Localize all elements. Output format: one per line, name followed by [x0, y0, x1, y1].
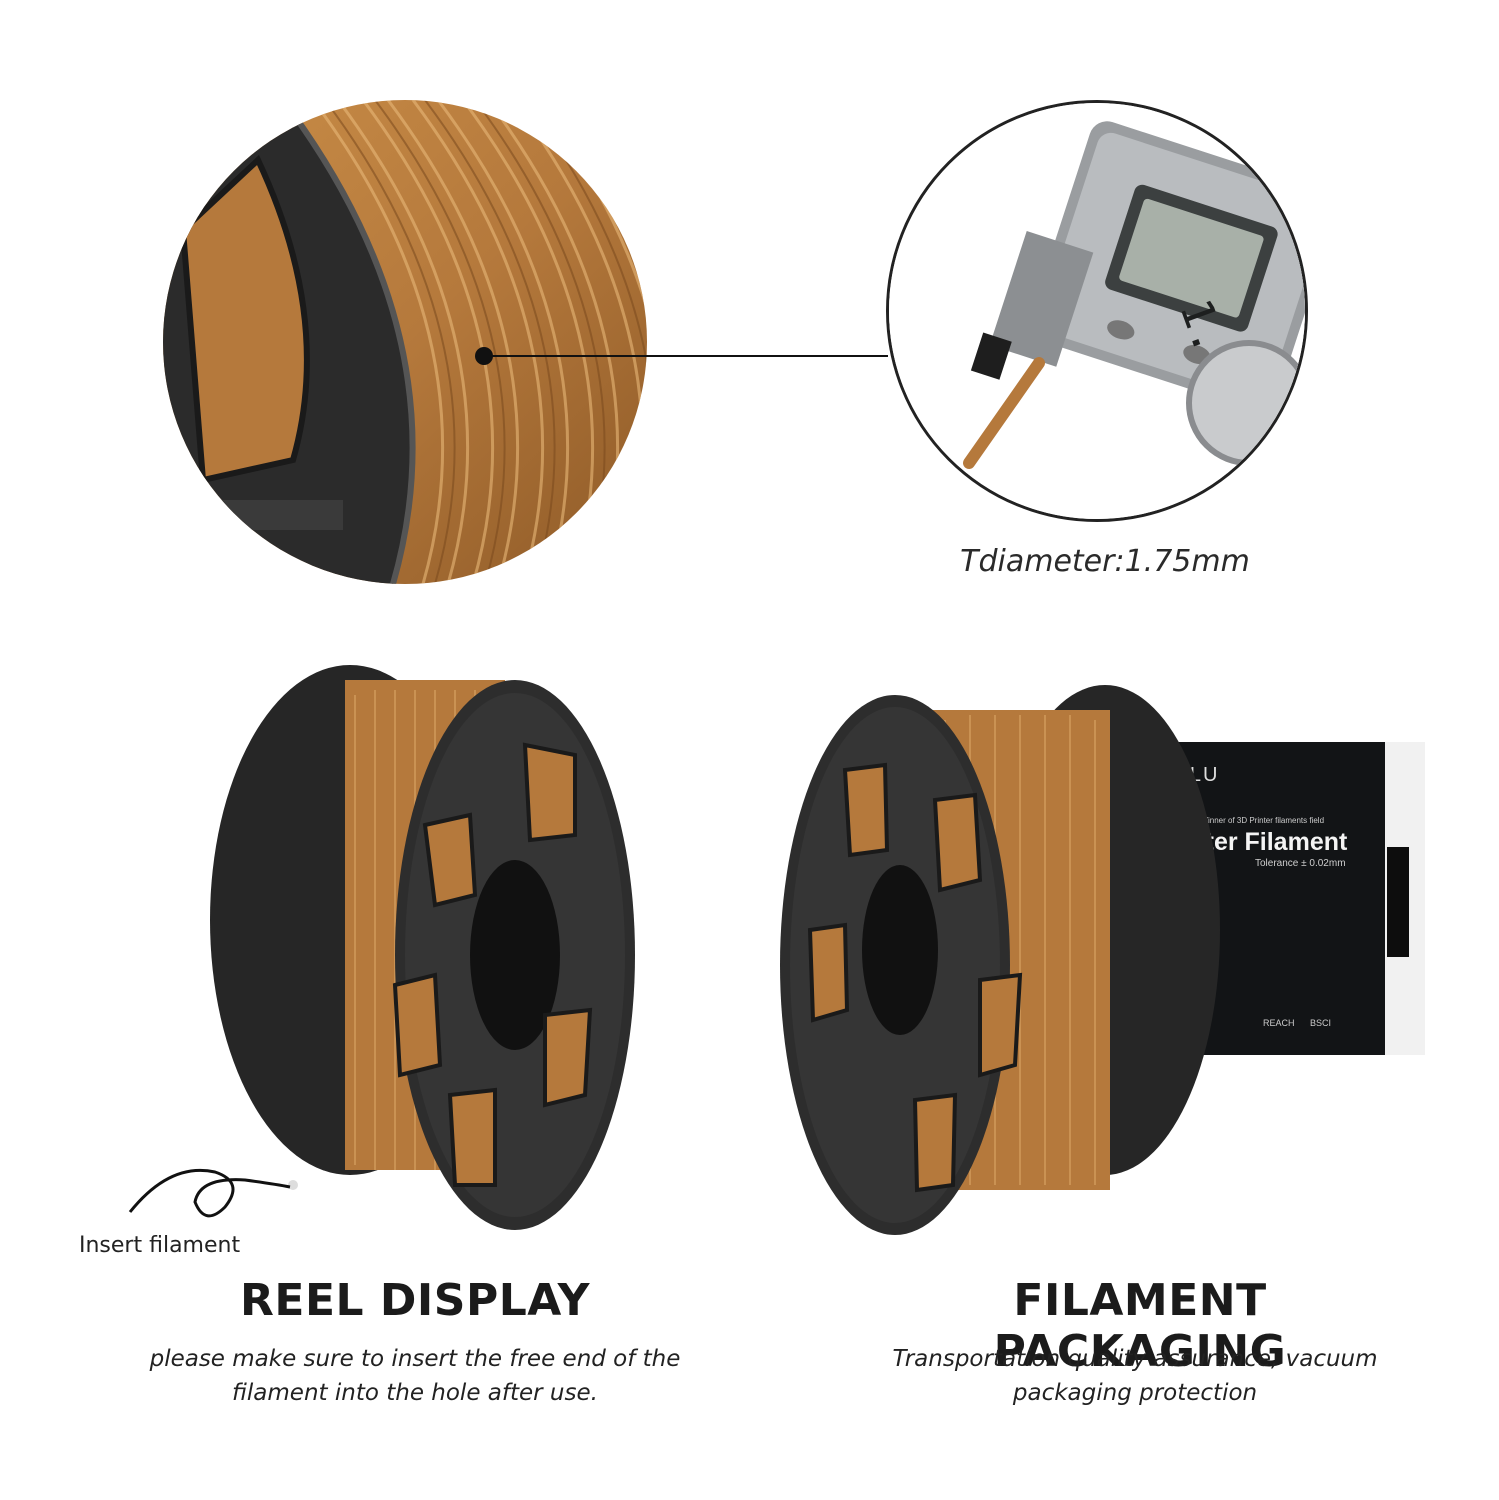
insert-filament-arrow-icon	[125, 1162, 300, 1242]
box-tolerance-text: Tolerance ± 0.02mm	[1255, 858, 1346, 869]
reel-description-line1: please make sure to insert the free end …	[149, 1346, 681, 1372]
reel-spool-image	[195, 665, 645, 1265]
diameter-caption: Tdiameter:1.75mm	[960, 544, 1250, 579]
caliper-image-border	[886, 100, 1308, 522]
box-bsci-text: BSCI	[1310, 1018, 1332, 1028]
packaging-description-line1: Transportation quality assurance, vacuum	[892, 1346, 1378, 1372]
reel-description-line2: filament into the hole after use.	[232, 1380, 598, 1406]
caliper-image: 1.75	[889, 103, 1305, 519]
filament-packaging-title: FILAMENT PACKAGING	[993, 1275, 1287, 1377]
filament-closeup-image	[163, 100, 647, 584]
box-reach-text: REACH	[1263, 1018, 1295, 1028]
callout-dot	[475, 347, 493, 365]
callout-connector-line	[484, 355, 888, 357]
reel-display-title: REEL DISPLAY	[240, 1275, 590, 1326]
packaging-description-line2: packaging protection	[1012, 1380, 1258, 1406]
packaging-spool-image	[775, 680, 1235, 1260]
box-award-text: Gold Award Winner of 3D Printer filament…	[1157, 816, 1325, 825]
insert-filament-label: Insert filament	[79, 1233, 241, 1258]
